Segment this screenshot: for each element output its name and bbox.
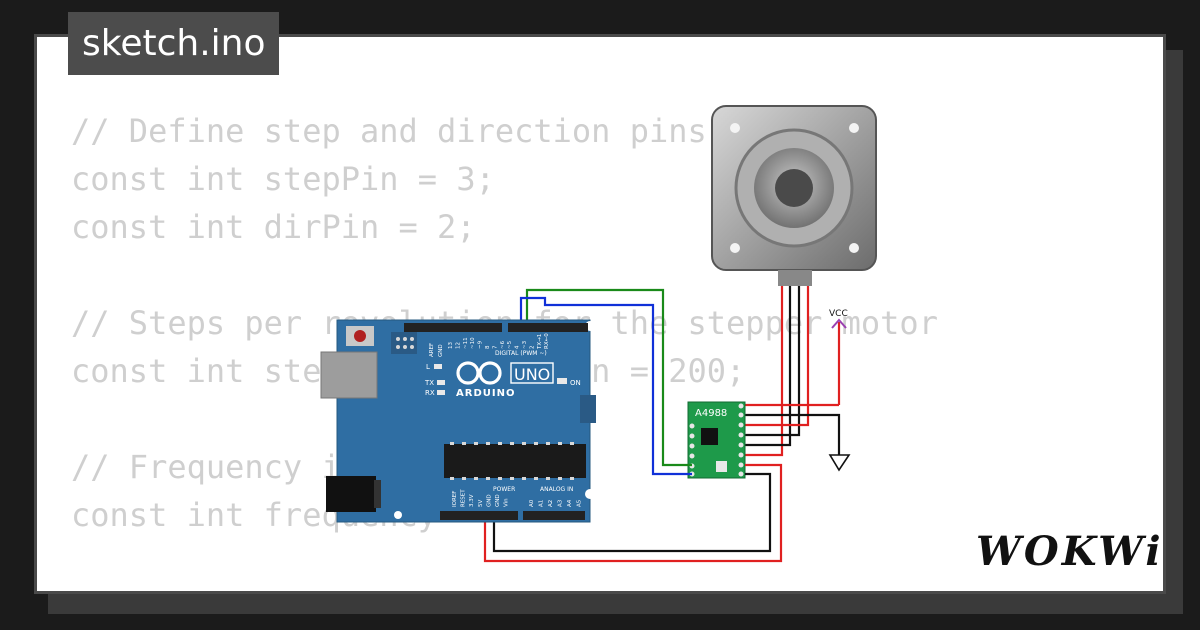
driver-label: A4988 bbox=[695, 408, 727, 419]
pin-label: A1 bbox=[539, 500, 545, 507]
stepper-motor[interactable] bbox=[711, 105, 877, 286]
pin-label: 3.3V bbox=[469, 494, 475, 507]
pin-label: 4 bbox=[515, 345, 521, 349]
pin-label: 7 bbox=[492, 345, 498, 349]
led-rx-label: RX bbox=[425, 389, 435, 397]
motor-wires bbox=[745, 286, 810, 457]
a4988-driver[interactable]: A4988 bbox=[687, 401, 746, 479]
vcc-label: VCC bbox=[829, 309, 848, 319]
code-line: const int stepPin = 3; bbox=[71, 160, 495, 198]
pin-label: A5 bbox=[577, 499, 583, 507]
pin-label: IOREF bbox=[452, 491, 458, 507]
pin-label: A4 bbox=[567, 499, 573, 507]
pin-label: RX←0 bbox=[544, 333, 550, 349]
file-title: sketch.ino bbox=[68, 12, 280, 75]
header-digital-label: DIGITAL (PWM ~) bbox=[495, 350, 547, 357]
pin-label: 5V bbox=[478, 500, 484, 507]
led-l-label: L bbox=[426, 363, 430, 371]
pin-label: 8 bbox=[485, 345, 491, 349]
pin-aref-label: AREF bbox=[429, 343, 435, 357]
header-power-label: POWER bbox=[493, 486, 515, 493]
pin-label: A2 bbox=[548, 500, 554, 507]
pin-label: A3 bbox=[558, 499, 564, 507]
pin-label: GND bbox=[486, 494, 492, 507]
wokwi-logo: WOKWi bbox=[976, 528, 1164, 575]
pin-label: TX→1 bbox=[537, 334, 543, 350]
board-model: UNO bbox=[514, 365, 550, 384]
pin-label: RESET bbox=[461, 489, 467, 507]
led-on-label: ON bbox=[570, 379, 581, 387]
pin-label: ~11 bbox=[463, 337, 469, 349]
power-wires bbox=[483, 463, 783, 563]
pin-gnd-label: GND bbox=[438, 344, 444, 357]
code-line: // Define step and direction pins bbox=[71, 112, 707, 150]
ground-symbol bbox=[745, 413, 851, 472]
pin-label: Vin bbox=[504, 498, 510, 507]
code-line: const int dirPin = 2; bbox=[71, 208, 476, 246]
pin-label: GND bbox=[495, 494, 501, 507]
pin-label: ~9 bbox=[478, 340, 484, 349]
pin-label: A0 bbox=[529, 499, 535, 507]
arduino-uno[interactable]: UNO ARDUINO DIGITAL (PWM ~) POWER ANALOG… bbox=[320, 319, 596, 523]
pin-label: ~5 bbox=[507, 340, 513, 349]
led-tx-label: TX bbox=[424, 379, 434, 387]
pin-label: ~3 bbox=[522, 340, 528, 349]
header-analog-label: ANALOG IN bbox=[540, 486, 573, 493]
board-brand: ARDUINO bbox=[456, 388, 515, 399]
pin-label: 13 bbox=[448, 342, 454, 349]
pin-label: ~6 bbox=[500, 340, 506, 349]
arduino-logo-icon bbox=[456, 361, 502, 385]
pin-label: ~10 bbox=[470, 337, 476, 349]
vcc-symbol: VCC bbox=[745, 309, 848, 407]
pin-label: 12 bbox=[455, 342, 461, 349]
pin-label: 2 bbox=[529, 346, 535, 350]
signal-wires bbox=[519, 288, 692, 476]
